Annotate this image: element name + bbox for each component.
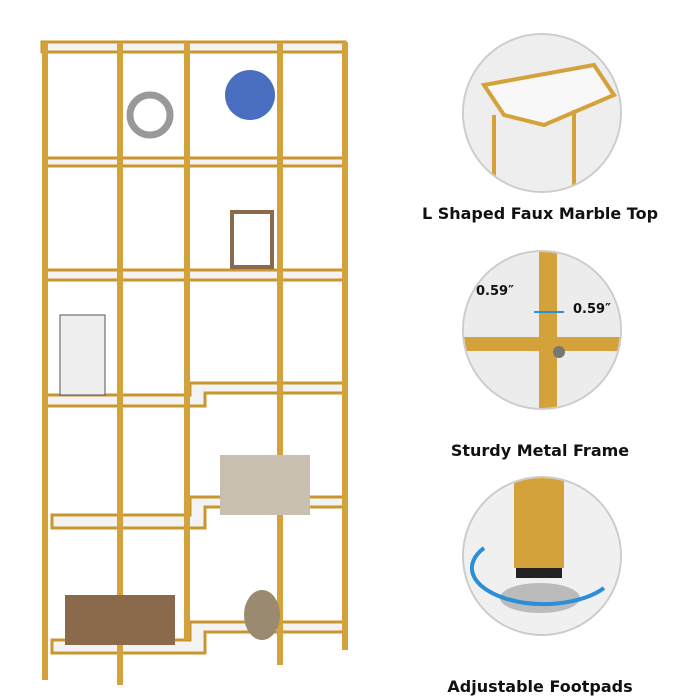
corner-bookshelf-image xyxy=(40,40,348,685)
marble-top-closeup xyxy=(462,33,622,193)
feature-label-footpads: Adjustable Footpads xyxy=(447,677,633,696)
dimension-label-depth: 0.59″ xyxy=(573,302,611,317)
feature-label-metal-frame: Sturdy Metal Frame xyxy=(450,441,630,460)
footpad-closeup xyxy=(462,476,622,636)
dimension-label-width: 0.59″ xyxy=(476,284,514,299)
feature-label-marble-top: L Shaped Faux Marble Top xyxy=(421,204,659,223)
metal-frame-closeup xyxy=(462,250,622,410)
